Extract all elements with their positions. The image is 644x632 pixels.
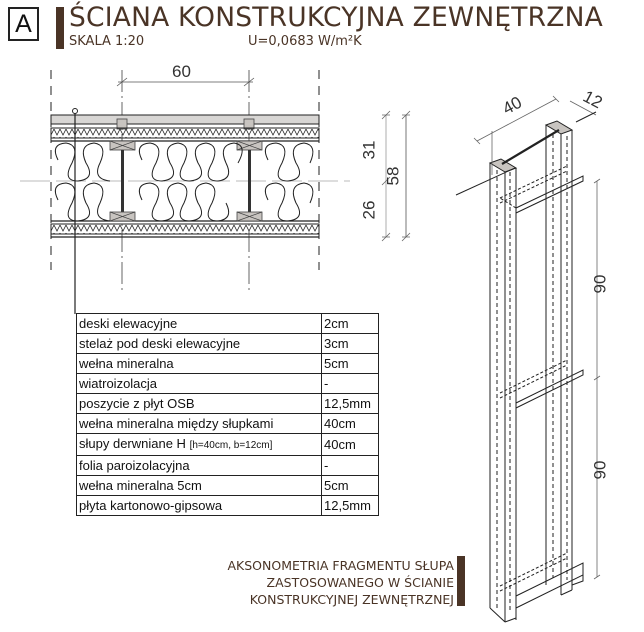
caption-line-3: KONSTRUKCYJNEJ ZEWNĘTRZNEJ: [249, 592, 454, 607]
layer-thickness: 5cm: [321, 475, 379, 496]
layer-name: wiatroizolacja: [76, 373, 322, 394]
scale-label: SKALA 1:20: [69, 34, 145, 49]
stud-right: [236, 140, 263, 222]
layer-name: deski elewacyjne: [76, 313, 322, 334]
stud-left: [109, 140, 136, 222]
table-row: wiatroizolacja-: [76, 373, 379, 394]
layer-thickness: 3cm: [321, 333, 379, 354]
layer-name: słupy derwniane H: [79, 436, 190, 451]
caption-line-2: ZASTOSOWANEGO W ŚCIANIE: [266, 575, 454, 590]
u-value-label: U=0,0683 W/m²K: [248, 34, 362, 49]
block-top: [499, 165, 584, 214]
layer-thickness: 5cm: [321, 353, 379, 374]
layer-name: wełna mineralna między słupkami: [76, 413, 322, 434]
dimension-upper-label: 90: [590, 274, 610, 294]
layer-name: wełna mineralna: [76, 353, 322, 374]
layer-thickness: 40cm: [321, 413, 379, 434]
dimension-bottom-label: 26: [359, 200, 379, 220]
title-accent-bar: [56, 7, 64, 49]
table-row: słupy derwniane H [h=40cm, b=12cm]40cm: [76, 433, 379, 456]
layer-name: stelaż pod deski elewacyjne: [76, 333, 322, 354]
layer-thickness: 40cm: [321, 433, 379, 456]
layer-thickness: 2cm: [321, 313, 379, 334]
layer-name: płyta kartonowo-gipsowa: [76, 495, 322, 516]
layer-name: poszycie z płyt OSB: [76, 393, 322, 414]
caption-accent-bar: [457, 556, 465, 606]
axonometry-caption: AKSONOMETRIA FRAGMENTU SŁUPA ZASTOSOWANE…: [227, 557, 454, 608]
layer-thickness: 12,5mm: [321, 393, 379, 414]
layer-thickness: 12,5mm: [321, 495, 379, 516]
layer-thickness: -: [321, 373, 379, 394]
block-bottom: [499, 552, 584, 609]
dimension-total-label: 58: [383, 166, 403, 186]
dimension-lower-label: 90: [590, 460, 610, 480]
layer-thickness: -: [321, 455, 379, 476]
block-middle: [499, 359, 584, 409]
table-row: folia paroizolacyjna-: [76, 455, 379, 476]
wall-section-drawing: [20, 70, 411, 314]
section-badge: A: [8, 7, 39, 41]
dimension-top-label: 31: [359, 140, 379, 160]
layer-name: folia paroizolacyjna: [76, 455, 322, 476]
layer-note: [h=40cm, b=12cm]: [189, 440, 273, 451]
dimension-spacing-label: 60: [172, 62, 191, 81]
layer-name-with-note: słupy derwniane H [h=40cm, b=12cm]: [76, 433, 322, 456]
caption-line-1: AKSONOMETRIA FRAGMENTU SŁUPA: [227, 558, 454, 573]
axonometry-drawing: [455, 95, 601, 623]
page-title: ŚCIANA KONSTRUKCYJNA ZEWNĘTRZNA: [69, 2, 603, 33]
layer-name: wełna mineralna 5cm: [76, 475, 322, 496]
